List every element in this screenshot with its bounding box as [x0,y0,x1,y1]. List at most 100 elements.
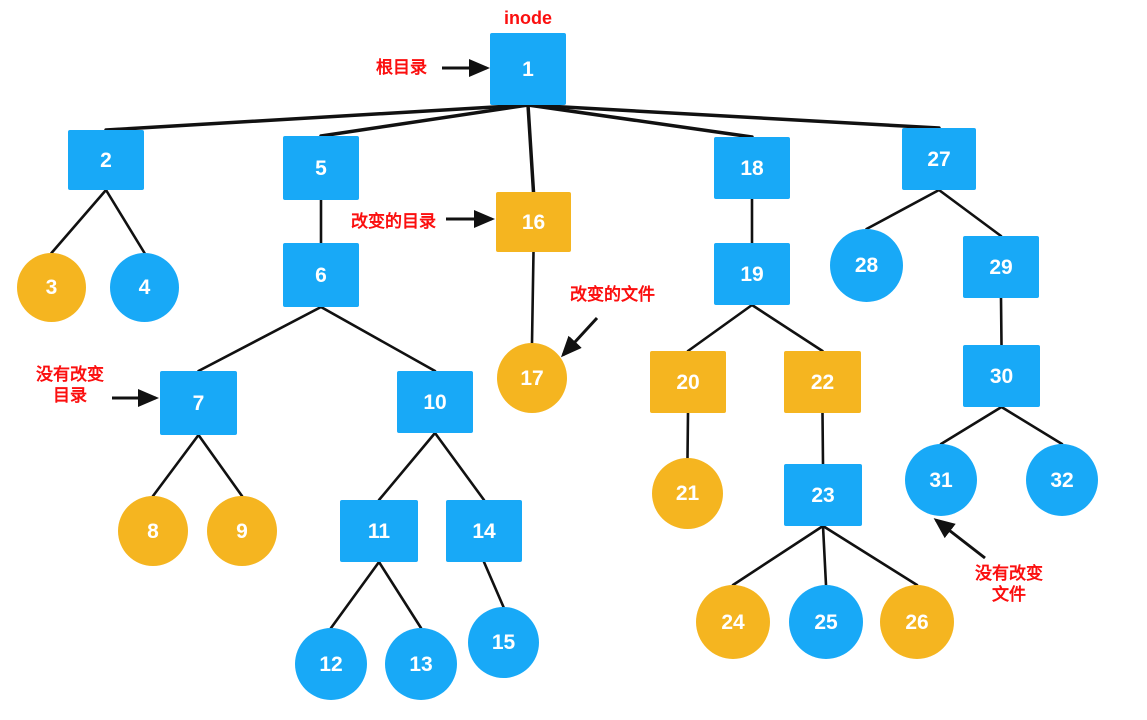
edge-20-21 [686,411,690,460]
inode-node-22[interactable]: 22 [784,351,861,413]
edge-1-16 [526,103,536,194]
inode-node-31[interactable]: 31 [905,444,977,516]
inode-node-label: 23 [811,483,835,507]
inode-node-27[interactable]: 27 [902,128,976,190]
inode-node-9[interactable]: 9 [207,496,277,566]
inode-node-23[interactable]: 23 [784,464,862,526]
inode-node-12[interactable]: 12 [295,628,367,700]
inode-node-label: 16 [521,210,546,234]
inode-node-14[interactable]: 14 [446,500,522,562]
edge-22-23 [821,411,825,466]
inode-node-label: 8 [147,519,159,543]
inode-node-11[interactable]: 11 [340,500,418,562]
inode-node-19[interactable]: 19 [714,243,790,305]
edge-11-13 [377,560,423,630]
inode-node-26[interactable]: 26 [880,585,954,659]
edge-23-25 [821,524,828,587]
inode-node-label: 10 [423,390,447,414]
inode-node-label: 21 [675,482,700,505]
annotation-changed_file: 改变的文件 [570,285,655,304]
inode-node-label: 31 [929,468,953,492]
inode-node-label: 29 [989,255,1013,279]
edge-30-32 [1000,405,1064,446]
edge-7-9 [197,433,244,498]
inode-node-label: 14 [472,519,496,543]
inode-node-label: 13 [409,652,433,676]
annotation-arrow-changed_file [560,316,599,358]
edge-27-28 [865,188,941,231]
inode-node-label: 4 [138,276,151,299]
inode-node-30[interactable]: 30 [963,345,1040,407]
edge-19-22 [750,303,824,353]
inode-node-29[interactable]: 29 [963,236,1039,298]
annotation-root_dir: 根目录 [376,58,427,77]
inode-node-label: 30 [989,364,1014,388]
edge-1-18 [526,103,754,139]
inode-node-label: 3 [45,276,58,299]
annotation-arrow-unchanged_file [933,518,986,560]
edge-7-8 [151,433,200,498]
edge-2-4 [104,188,146,255]
edge-2-3 [50,188,108,255]
edge-1-5 [319,103,530,138]
edge-29-30 [999,296,1003,347]
inode-node-10[interactable]: 10 [397,371,473,433]
inode-node-32[interactable]: 32 [1026,444,1098,516]
edge-23-24 [731,524,825,587]
edge-16-17 [530,250,535,345]
edge-11-12 [329,560,381,630]
annotation-unchanged_file: 没有改变 文件 [975,564,1043,605]
edge-10-11 [377,431,437,502]
inode-node-5[interactable]: 5 [283,136,359,200]
inode-node-7[interactable]: 7 [160,371,237,435]
edge-23-26 [821,524,919,587]
inode-title: inode [504,8,552,28]
edge-1-2 [104,103,530,132]
inode-node-label: 32 [1050,468,1074,492]
inode-node-label: 19 [740,262,764,286]
edge-30-31 [939,405,1003,446]
edge-14-15 [482,560,505,609]
inode-node-2[interactable]: 2 [68,130,144,190]
inode-node-label: 24 [721,610,745,634]
inode-node-4[interactable]: 4 [110,253,179,322]
inode-node-21[interactable]: 21 [652,458,723,529]
inode-node-8[interactable]: 8 [118,496,188,566]
inode-node-17[interactable]: 17 [497,343,567,413]
inode-node-label: 18 [740,156,764,180]
inode-node-label: 5 [315,156,327,180]
inode-node-25[interactable]: 25 [789,585,863,659]
edge-10-14 [433,431,486,502]
annotation-changed_dir: 改变的目录 [351,212,436,231]
inode-node-18[interactable]: 18 [714,137,790,199]
inode-node-label: 7 [192,391,205,415]
inode-node-24[interactable]: 24 [696,585,770,659]
inode-node-label: 12 [319,652,343,676]
annotation-unchanged_dir: 没有改变 目录 [36,365,104,406]
inode-node-label: 6 [315,263,327,287]
inode-node-label: 11 [367,519,391,543]
inode-node-label: 15 [491,631,516,654]
edge-19-20 [686,303,754,353]
edge-27-29 [937,188,1003,238]
inode-node-28[interactable]: 28 [830,229,903,302]
inode-node-label: 2 [100,148,112,172]
inode-node-1[interactable]: 1 [490,33,566,105]
edge-6-7 [197,305,323,373]
inode-node-label: 17 [520,366,544,390]
inode-node-13[interactable]: 13 [385,628,457,700]
inode-node-15[interactable]: 15 [468,607,539,678]
inode-node-label: 26 [905,610,929,634]
inode-node-3[interactable]: 3 [17,253,86,322]
inode-node-label: 27 [927,147,951,171]
inode-node-label: 28 [854,254,879,277]
inode-node-label: 20 [676,370,700,394]
inode-node-label: 22 [810,370,835,394]
inode-node-label: 25 [814,610,838,634]
inode-node-6[interactable]: 6 [283,243,359,307]
edge-1-27 [526,103,941,130]
inode-node-20[interactable]: 20 [650,351,726,413]
inode-node-16[interactable]: 16 [496,192,571,252]
inode-node-label: 1 [522,57,534,81]
